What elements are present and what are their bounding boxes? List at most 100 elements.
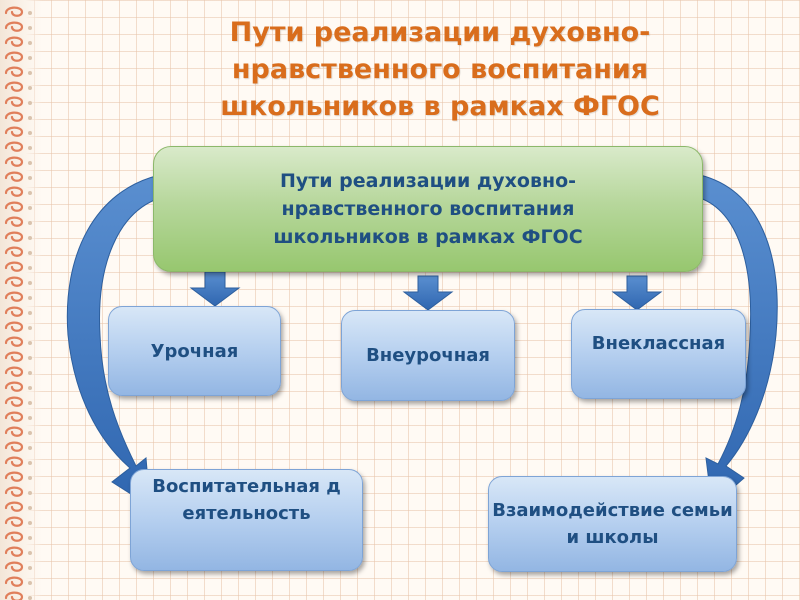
spiral-loop	[4, 81, 24, 92]
spiral-loop	[4, 201, 24, 212]
spiral-hole	[28, 236, 32, 240]
box-vospitatelnaya-label: Воспитательная деятельность	[152, 476, 341, 524]
spiral-binding-icon	[4, 6, 32, 600]
spiral-loop	[4, 216, 24, 227]
spiral-loop	[4, 486, 24, 497]
spiral-loop	[4, 96, 24, 107]
spiral-hole	[28, 521, 32, 525]
spiral-hole	[28, 416, 32, 420]
spiral-hole	[28, 311, 32, 315]
spiral-hole	[28, 71, 32, 75]
spiral-loop	[4, 141, 24, 152]
spiral-hole	[28, 386, 32, 390]
spiral-hole	[28, 191, 32, 195]
spiral-loop	[4, 171, 24, 182]
spiral-loop	[4, 66, 24, 77]
spiral-loop	[4, 381, 24, 392]
curved-arrow-right-icon	[699, 174, 778, 507]
spiral-hole	[28, 56, 32, 60]
spiral-hole	[28, 461, 32, 465]
spiral-loop	[4, 426, 24, 437]
spiral-loop	[4, 276, 24, 287]
spiral-hole	[28, 326, 32, 330]
spiral-loop	[4, 351, 24, 362]
spiral-loop	[4, 36, 24, 47]
spiral-hole	[28, 596, 32, 600]
spiral-loop	[4, 156, 24, 167]
spiral-loop	[4, 186, 24, 197]
spiral-loop	[4, 396, 24, 407]
spiral-loop	[4, 456, 24, 467]
spiral-loop	[4, 471, 24, 482]
spiral-loop	[4, 51, 24, 62]
spiral-hole	[28, 251, 32, 255]
spiral-loop	[4, 411, 24, 422]
arrow-down-icon	[402, 275, 454, 311]
spiral-hole	[28, 431, 32, 435]
spiral-loop	[4, 441, 24, 452]
spiral-hole	[28, 176, 32, 180]
spiral-loop	[4, 126, 24, 137]
spiral-loop	[4, 516, 24, 527]
spiral-hole	[28, 581, 32, 585]
spiral-loop	[4, 306, 24, 317]
spiral-hole	[28, 401, 32, 405]
spiral-loop	[4, 531, 24, 542]
box-vneurochnaya: Внеурочная	[341, 310, 515, 401]
spiral-hole	[28, 356, 32, 360]
spiral-hole	[28, 206, 32, 210]
spiral-hole	[28, 266, 32, 270]
spiral-loop	[4, 366, 24, 377]
arrow-down-icon	[189, 271, 241, 307]
spiral-hole	[28, 341, 32, 345]
spiral-hole	[28, 221, 32, 225]
spiral-hole	[28, 536, 32, 540]
spiral-loop	[4, 21, 24, 32]
spiral-hole	[28, 491, 32, 495]
box-vneklassnaya: Внеклассная	[571, 309, 746, 399]
spiral-loop	[4, 561, 24, 572]
spiral-hole	[28, 11, 32, 15]
box-vzaimodeystvie: Взаимодействие семьи и школы	[488, 476, 737, 572]
spiral-hole	[28, 551, 32, 555]
spiral-binding	[0, 0, 42, 600]
box-vzaimodeystvie-label: Взаимодействие семьи и школы	[492, 500, 733, 548]
spiral-loop	[4, 261, 24, 272]
spiral-hole	[28, 161, 32, 165]
page-title: Пути реализации духовно- нравственного в…	[220, 17, 660, 122]
spiral-hole	[28, 371, 32, 375]
spiral-loop	[4, 111, 24, 122]
spiral-loop	[4, 291, 24, 302]
spiral-loop	[4, 321, 24, 332]
spiral-loop	[4, 231, 24, 242]
spiral-hole	[28, 41, 32, 45]
spiral-hole	[28, 506, 32, 510]
spiral-hole	[28, 566, 32, 570]
main-box-label: Пути реализации духовно- нравственного в…	[273, 170, 583, 248]
spiral-hole	[28, 476, 32, 480]
spiral-hole	[28, 101, 32, 105]
spiral-hole	[28, 26, 32, 30]
spiral-hole	[28, 116, 32, 120]
box-urochnaya-label: Урочная	[150, 340, 239, 362]
spiral-loop	[4, 501, 24, 512]
box-vospitatelnaya: Воспитательная деятельность	[130, 469, 363, 571]
spiral-hole	[28, 86, 32, 90]
spiral-loop	[4, 336, 24, 347]
spiral-loop	[4, 6, 24, 17]
arrow-down-icon	[611, 275, 663, 311]
spiral-loop	[4, 246, 24, 257]
box-urochnaya: Урочная	[108, 306, 281, 396]
spiral-hole	[28, 146, 32, 150]
box-vneklassnaya-label: Внеклассная	[591, 333, 726, 354]
main-box: Пути реализации духовно- нравственного в…	[153, 146, 703, 272]
spiral-loop	[4, 576, 24, 587]
spiral-loop	[4, 591, 24, 600]
spiral-hole	[28, 446, 32, 450]
spiral-hole	[28, 281, 32, 285]
box-vneurochnaya-label: Внеурочная	[366, 345, 490, 366]
spiral-hole	[28, 296, 32, 300]
spiral-loop	[4, 546, 24, 557]
spiral-hole	[28, 131, 32, 135]
